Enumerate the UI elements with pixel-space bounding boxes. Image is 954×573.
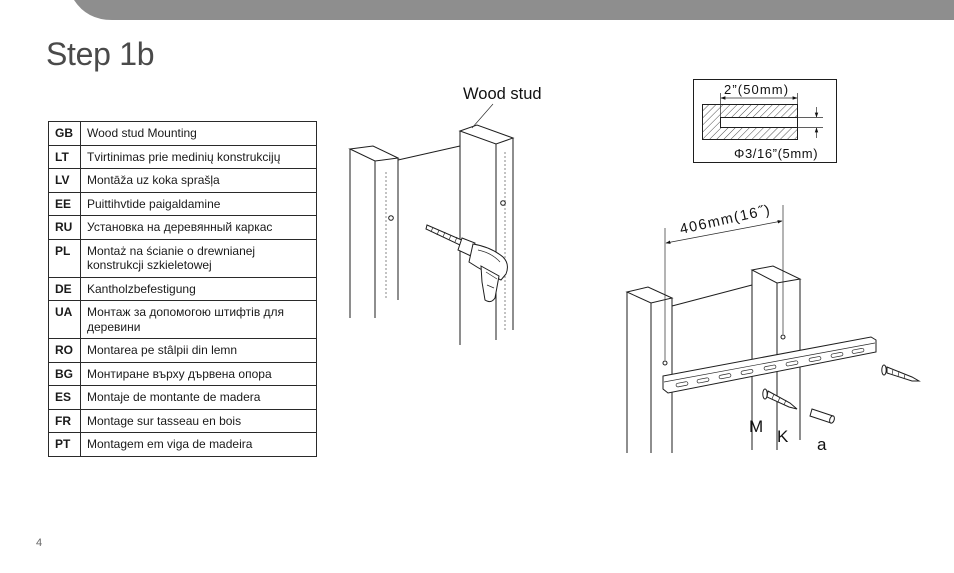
language-code: BG bbox=[48, 361, 81, 386]
language-code: PT bbox=[48, 432, 81, 457]
language-text: Montaje de montante de madera bbox=[80, 385, 317, 410]
pilot-hole bbox=[500, 200, 506, 206]
rail-slot bbox=[851, 347, 865, 354]
pilot-hole-channel bbox=[720, 117, 797, 128]
diameter-label: Φ3/16”(5mm) bbox=[734, 146, 818, 161]
screw-shaft bbox=[886, 366, 921, 382]
pilot-hole bbox=[662, 360, 668, 366]
rail-slot bbox=[740, 369, 754, 375]
page-title: Step 1b bbox=[46, 36, 155, 72]
drill-bit bbox=[425, 224, 465, 247]
power-drill bbox=[425, 224, 508, 303]
language-text: Montarea pe stâlpii din lemn bbox=[80, 338, 317, 363]
wall-plate bbox=[662, 336, 877, 394]
language-code: EE bbox=[48, 191, 81, 216]
rail-slot bbox=[830, 351, 844, 358]
wall-top-edge bbox=[671, 284, 753, 307]
screw-thread bbox=[891, 368, 906, 380]
language-code: RU bbox=[48, 215, 81, 240]
center-lag-screw bbox=[762, 388, 798, 410]
language-code: UA bbox=[48, 300, 81, 339]
rail-slot bbox=[808, 356, 822, 363]
language-code: PL bbox=[48, 238, 81, 278]
spacing-dimension-arrow bbox=[665, 220, 783, 244]
language-text: Montagem em viga de madeira bbox=[80, 432, 317, 457]
drill-diagram: Wood stud bbox=[348, 85, 542, 345]
page-number: 4 bbox=[36, 537, 43, 549]
wood-stud-label: Wood stud bbox=[463, 85, 542, 103]
left-stud-top bbox=[348, 145, 400, 162]
stud-spacing-label: 406mm(16˝) bbox=[678, 202, 772, 238]
language-text: Montāža uz koka sprašļa bbox=[80, 168, 317, 193]
language-code: FR bbox=[48, 408, 81, 433]
language-text: Tvirtinimas prie medinių konstrukcijų bbox=[80, 144, 317, 169]
wall-plate-mounting-diagram: 406mm(16˝) bbox=[625, 202, 921, 454]
language-code: LV bbox=[48, 168, 81, 193]
language-text: Монтиране върху дървена опора bbox=[80, 361, 317, 386]
wall-top-edge bbox=[397, 145, 461, 161]
wall-plate-flange-line bbox=[663, 342, 876, 383]
wall-plate-outline bbox=[662, 336, 877, 394]
language-text: Montaż na ścianie o drewnianej konstrukc… bbox=[80, 238, 317, 278]
screw-shaft bbox=[766, 390, 798, 410]
part-label-a: a bbox=[817, 435, 827, 454]
drill-body-detail bbox=[477, 249, 501, 289]
language-text: Монтаж за допомогою штифтів для деревини bbox=[80, 300, 317, 339]
language-code: ES bbox=[48, 385, 81, 410]
language-code: DE bbox=[48, 276, 81, 301]
drill-handle bbox=[480, 265, 500, 303]
right-stud-top bbox=[750, 265, 802, 284]
language-text: Montage sur tasseau en bois bbox=[80, 408, 317, 433]
language-text: Wood stud Mounting bbox=[80, 121, 317, 146]
pilot-hole-cross-section: 2”(50mm) Φ3/16”(5mm) bbox=[693, 79, 837, 163]
depth-label: 2”(50mm) bbox=[724, 82, 789, 97]
right-lag-screw bbox=[881, 364, 921, 382]
rail-slot bbox=[763, 364, 777, 371]
wall-anchor bbox=[809, 408, 835, 424]
language-text: Puittihvtide paigaldamine bbox=[80, 191, 317, 216]
language-text: Kantholzbefestigung bbox=[80, 276, 317, 301]
pilot-hole bbox=[388, 215, 394, 221]
pilot-hole bbox=[780, 334, 786, 340]
language-text: Установка на деревянный каркас bbox=[80, 215, 317, 240]
screw-thread bbox=[771, 393, 787, 406]
language-code: LT bbox=[48, 144, 81, 169]
washer bbox=[881, 364, 887, 376]
right-stud-top bbox=[458, 124, 515, 145]
language-code: GB bbox=[48, 121, 81, 146]
anchor-end bbox=[829, 415, 835, 424]
wood-stud-leader-line bbox=[471, 103, 494, 129]
part-label-k: K bbox=[777, 427, 789, 446]
rail-slot bbox=[696, 377, 710, 384]
language-code: RO bbox=[48, 338, 81, 363]
part-label-m: M bbox=[749, 417, 763, 436]
rail-slot bbox=[675, 381, 689, 388]
rail-slot bbox=[718, 373, 732, 380]
header-bar bbox=[74, 0, 954, 20]
rail-slot bbox=[785, 360, 799, 367]
washer bbox=[762, 388, 768, 400]
drill-bit-flutes bbox=[430, 226, 458, 243]
